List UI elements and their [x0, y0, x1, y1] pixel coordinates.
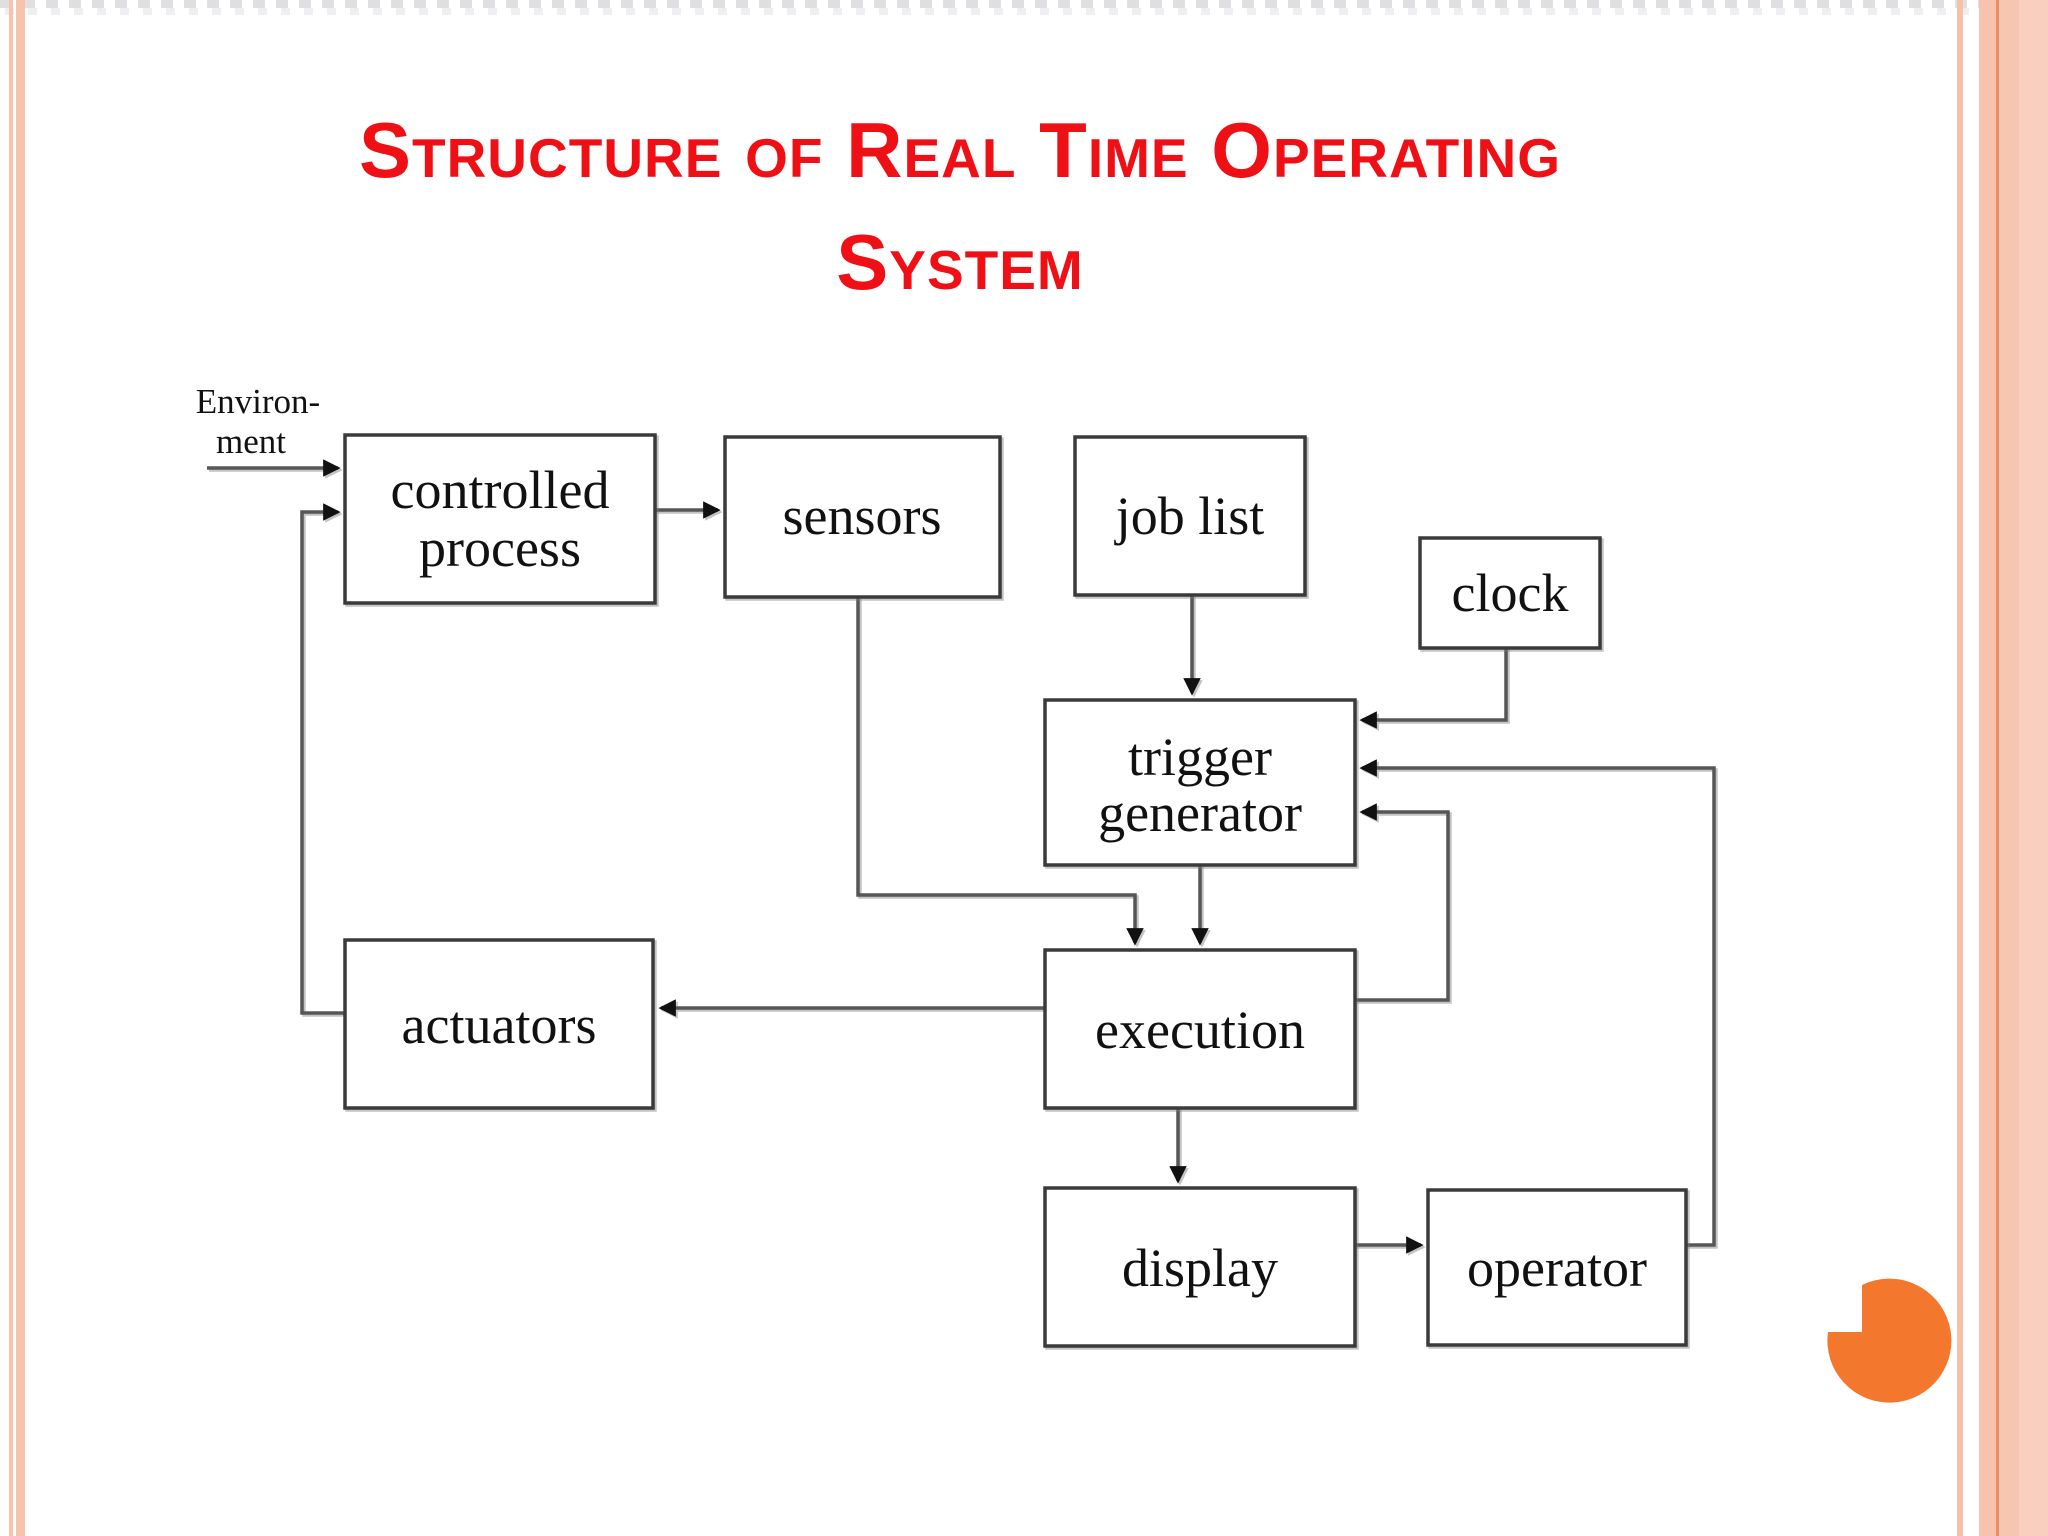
edge-clock-to-trigger-generator — [1359, 648, 1508, 729]
right-border-band-outer — [2019, 0, 2048, 1536]
slide-title-line-2: System — [836, 218, 1084, 306]
edge-operator-to-trigger-generator — [1359, 759, 1716, 1247]
left-border-stripe-wide — [16, 0, 25, 1536]
sensors-label: sensors — [783, 486, 942, 546]
node-sensors — [723, 435, 1002, 599]
top-edge-texture-2 — [0, 8, 2048, 15]
right-border-stripe-dark — [1996, 0, 1999, 1536]
edge-actuators-to-controlled-process — [300, 503, 345, 1015]
controlled-process-label-line-2: process — [419, 518, 581, 578]
right-border-stripe-2 — [1979, 0, 1996, 1536]
node-clock — [1418, 536, 1602, 650]
actuators-label: actuators — [402, 995, 597, 1055]
job-list-label: job list — [1114, 486, 1265, 546]
slide-title-line-1: Structure of Real Time Operating — [358, 106, 1562, 194]
node-actuators — [343, 938, 655, 1110]
execution-label: execution — [1095, 1000, 1305, 1060]
top-edge-texture — [0, 0, 2048, 8]
node-controlled-process — [343, 433, 657, 605]
left-border-stripe-thin — [9, 0, 13, 1536]
diagram-edges — [207, 459, 1716, 1254]
node-job-list — [1073, 435, 1307, 597]
diagram-nodes — [343, 433, 1688, 1348]
environment-label-line-2: ment — [216, 422, 286, 461]
edge-execution-to-trigger-generator — [1355, 803, 1450, 1002]
right-border-band-inner — [1999, 0, 2019, 1536]
right-border-stripe-1 — [1957, 0, 1963, 1536]
clock-label: clock — [1452, 563, 1569, 623]
diagram-labels: Environ- ment controlled process sensors… — [196, 382, 1647, 1298]
node-operator — [1426, 1188, 1688, 1347]
node-execution — [1043, 948, 1357, 1110]
controlled-process-label-line-1: controlled — [391, 460, 610, 520]
edge-sensors-to-execution — [856, 597, 1144, 946]
environment-label-line-1: Environ- — [196, 382, 320, 421]
display-label: display — [1122, 1238, 1278, 1298]
operator-label: operator — [1467, 1238, 1647, 1298]
node-display — [1043, 1186, 1357, 1348]
orange-accent-shape — [1827, 1278, 1952, 1403]
trigger-generator-label-line-2: generator — [1098, 783, 1302, 843]
node-trigger-generator — [1043, 698, 1357, 867]
slide-title: Structure of Real Time Operating System — [170, 94, 1750, 318]
trigger-generator-label-line-1: trigger — [1128, 727, 1272, 787]
